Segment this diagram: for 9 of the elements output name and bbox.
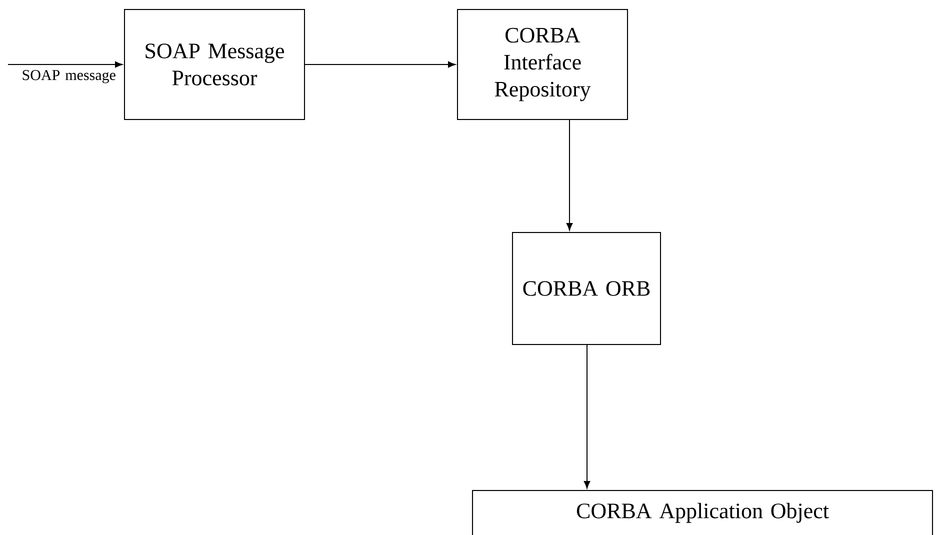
edge-label: SOAP message [22, 70, 116, 84]
process-box: CORBA Interface Repository [457, 9, 628, 120]
process-box: CORBA ORB [512, 232, 661, 345]
arrow [304, 61, 456, 68]
arrow [8, 61, 122, 68]
process-box: SOAP Message Processor [124, 9, 305, 120]
arrow [584, 344, 590, 489]
process-box: CORBA Application Object [472, 490, 934, 535]
arrow [566, 120, 573, 230]
